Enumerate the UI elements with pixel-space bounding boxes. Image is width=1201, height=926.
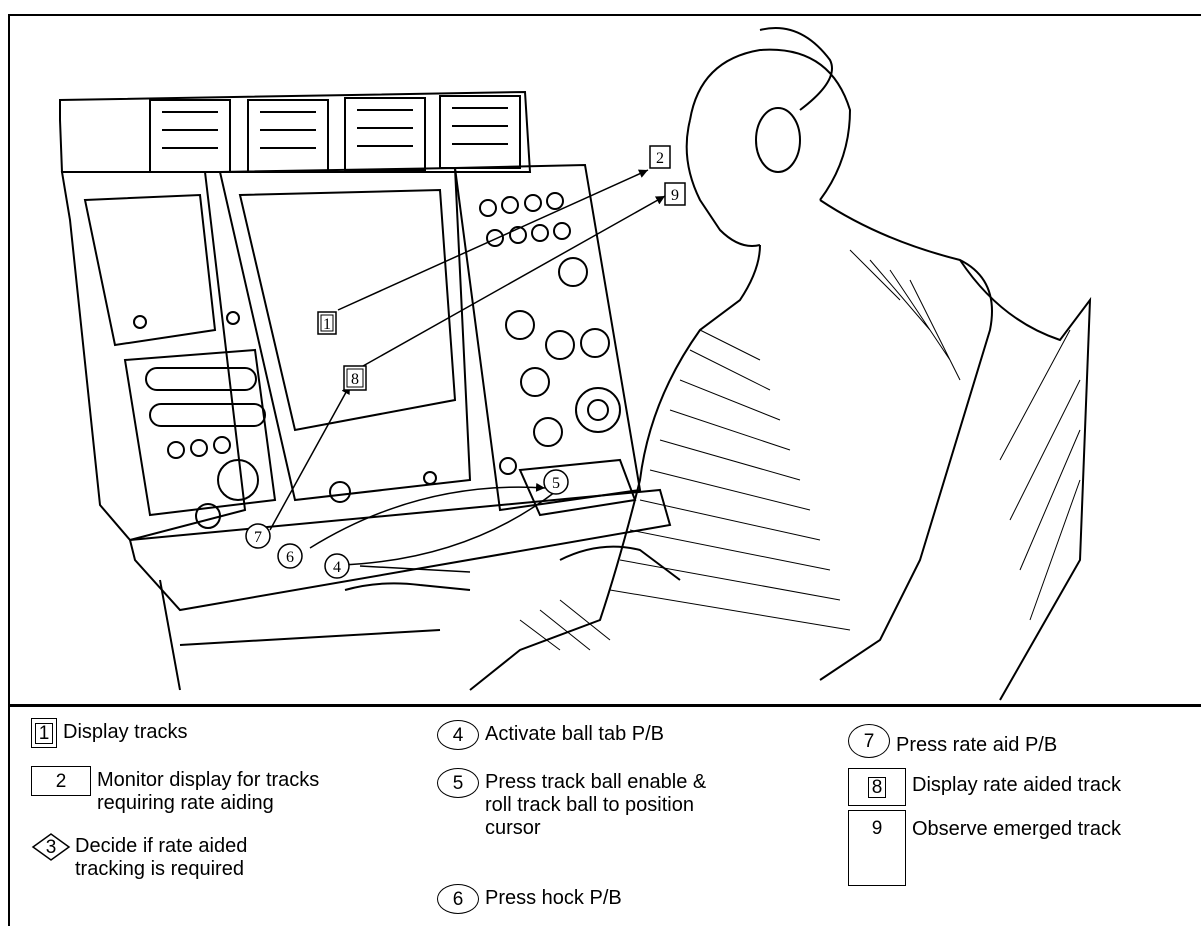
legend-step-5: 5 Press track ball enable & roll track b…	[437, 768, 706, 840]
callout-4-label: 4	[333, 559, 341, 576]
legend-step-1: 1 Display tracks	[31, 718, 187, 748]
callout-6-label: 6	[286, 549, 294, 566]
circle-symbol-icon: 6	[437, 884, 479, 914]
legend-step-4: 4 Activate ball tab P/B	[437, 720, 664, 750]
legend-step-2: 2 Monitor display for tracks requiring r…	[31, 766, 319, 815]
callout-9-label: 9	[671, 187, 679, 204]
callout-1-label: 1	[323, 316, 331, 333]
callout-8-label: 8	[351, 371, 359, 388]
legend-step-3-text: Decide if rate aided tracking is require…	[71, 832, 247, 881]
legend-step-6-text: Press hock P/B	[479, 884, 622, 910]
diamond-symbol-icon: 3	[31, 832, 71, 862]
square-symbol-icon: 2	[31, 766, 91, 796]
callout-7-label: 7	[254, 529, 262, 546]
circle-symbol-icon: 7	[848, 724, 890, 758]
circle-symbol-icon: 4	[437, 720, 479, 750]
legend-step-1-text: Display tracks	[57, 718, 187, 744]
callout-5-label: 5	[552, 475, 560, 492]
legend-step-5-text: Press track ball enable & roll track bal…	[479, 768, 706, 840]
square-symbol-icon: 8	[848, 768, 906, 806]
legend-step-3: 3 Decide if rate aided tracking is requi…	[31, 832, 247, 881]
legend-divider	[8, 704, 1201, 707]
legend-step-2-text: Monitor display for tracks requiring rat…	[91, 766, 319, 815]
callout-2-label: 2	[656, 150, 664, 167]
legend-step-7: 7 Press rate aid P/B	[848, 724, 1057, 758]
legend-step-9: 9 Observe emerged track	[848, 810, 1121, 886]
legend-step-9-text: Observe emerged track	[906, 810, 1121, 841]
legend-step-4-text: Activate ball tab P/B	[479, 720, 664, 746]
operator-console-illustration: 1 2 9 8 7 6 5 4	[0, 0, 1201, 704]
legend-step-8-text: Display rate aided track	[906, 768, 1121, 797]
legend-step-7-text: Press rate aid P/B	[890, 724, 1057, 757]
square-symbol-icon: 1	[31, 718, 57, 748]
square-symbol-icon: 9	[848, 810, 906, 886]
legend-step-6: 6 Press hock P/B	[437, 884, 622, 914]
legend-step-8: 8 Display rate aided track	[848, 768, 1121, 806]
circle-symbol-icon: 5	[437, 768, 479, 798]
